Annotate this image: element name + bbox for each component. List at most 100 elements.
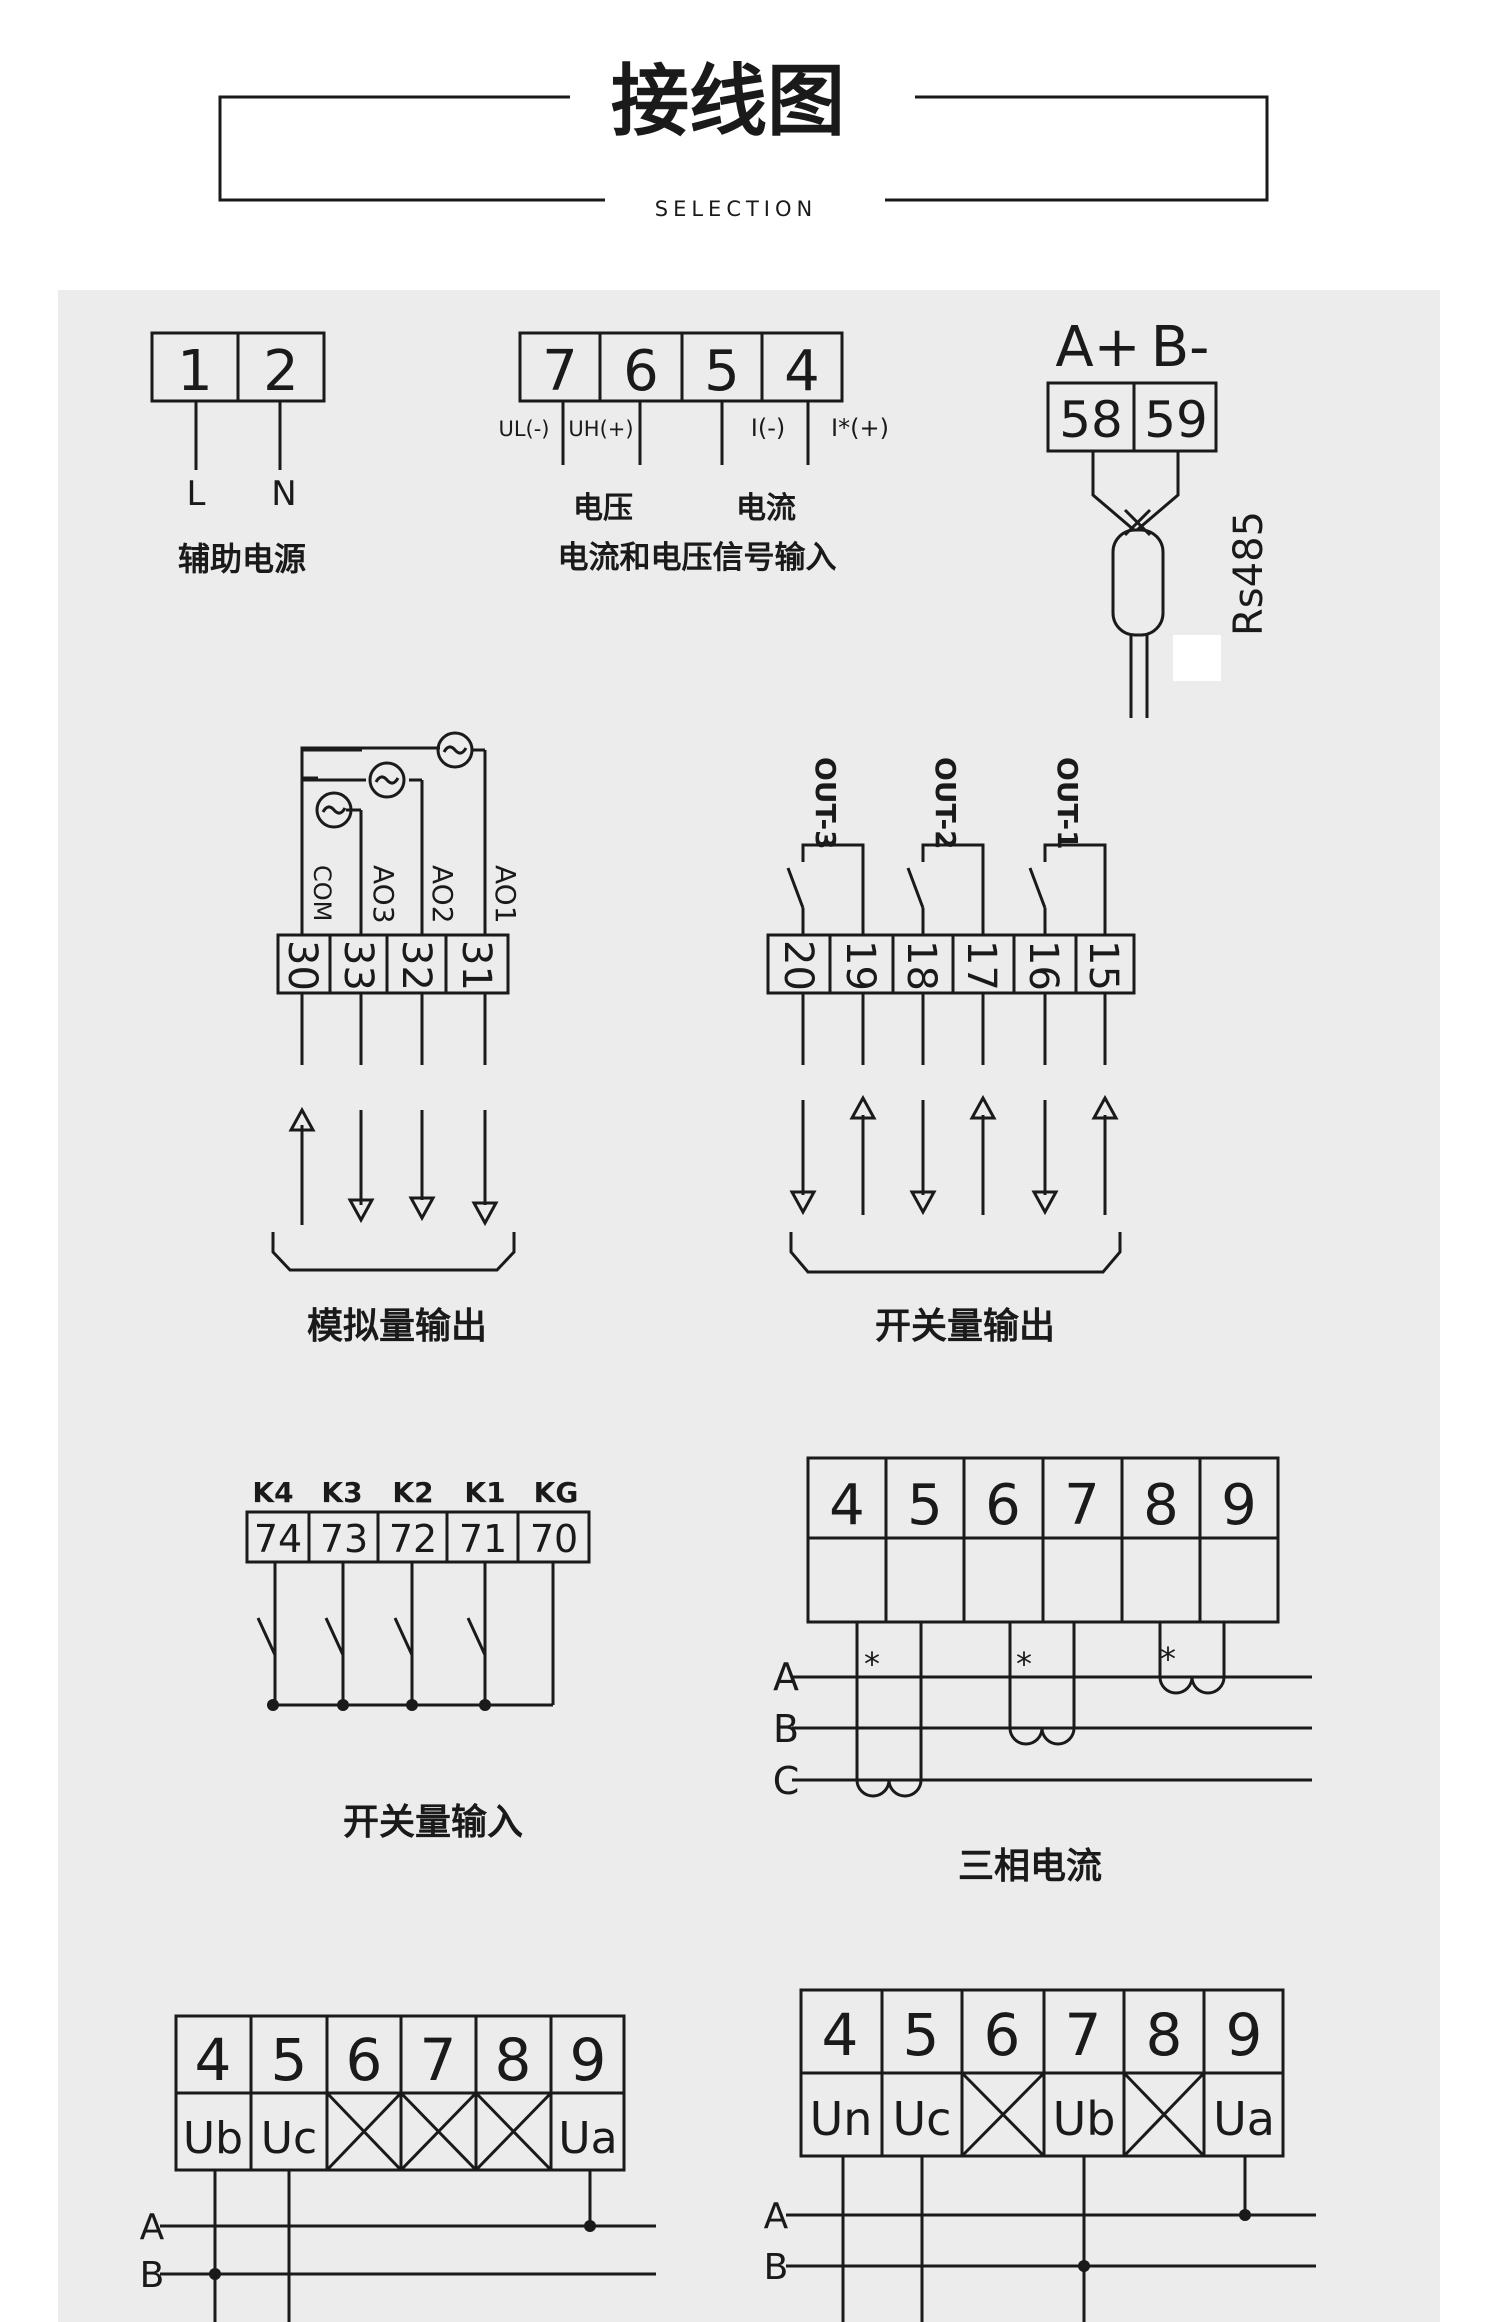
terminal-70: 70 — [530, 1517, 578, 1561]
label-k1: K1 — [464, 1476, 505, 1509]
terminal-73: 73 — [320, 1517, 368, 1561]
voltage-3p3w-block: 4 5 6 7 8 9 Ub Uc Ua A B — [140, 2014, 656, 2322]
terminal-71: 71 — [459, 1517, 507, 1561]
terminal-1: 1 — [177, 339, 213, 404]
header: 接线图 SELECTION — [218, 57, 1269, 221]
page-title: 接线图 — [611, 57, 845, 147]
terminal-4: 4 — [829, 1473, 865, 1538]
analog-output-block: COM AO3 AO2 AO1 30 33 32 31 模拟量输出 — [271, 731, 522, 1347]
aux-power-block: 1 2 L N 辅助电源 — [150, 331, 326, 578]
terminal-18: 18 — [898, 940, 944, 991]
label-k2: K2 — [392, 1476, 433, 1509]
terminal-8: 8 — [1143, 1473, 1179, 1538]
terminal-6: 6 — [985, 1473, 1021, 1538]
terminal-9: 9 — [570, 2026, 607, 2094]
switch-input-caption: 开关量输入 — [343, 1802, 523, 1843]
phase-b: B — [773, 1707, 799, 1751]
terminal-4: 4 — [784, 339, 820, 404]
terminal-19: 19 — [837, 940, 883, 991]
pin-i-minus: I(-) — [751, 414, 785, 442]
terminal-7: 7 — [542, 339, 578, 404]
header-frame — [218, 95, 1269, 202]
terminal-8: 8 — [495, 2026, 532, 2094]
signal-un: Un — [810, 2092, 873, 2146]
ct-marker-a: * — [1160, 1640, 1176, 1678]
phase-c: C — [773, 1759, 800, 1803]
signal-ub: Ub — [1053, 2092, 1116, 2146]
terminal-6: 6 — [984, 2001, 1021, 2069]
terminal-9: 9 — [1221, 1473, 1257, 1538]
diagram-panel — [58, 290, 1440, 2322]
ct-marker-c: * — [864, 1645, 880, 1683]
signal-uc: Uc — [261, 2113, 317, 2164]
signal-ua: Ua — [1213, 2092, 1275, 2146]
wire-label-n: N — [271, 474, 296, 514]
voltage-label: 电压 — [573, 491, 633, 526]
terminal-58: 58 — [1059, 391, 1123, 449]
three-phase-current-block: 4 5 6 7 8 9 * * * A B C 三相电流 — [773, 1456, 1312, 1887]
terminal-8: 8 — [1146, 2001, 1183, 2069]
polarity-a: A+ — [1055, 315, 1140, 380]
phase-a: A — [773, 1655, 799, 1699]
signal-ub: Ub — [183, 2113, 243, 2164]
terminal-32: 32 — [393, 940, 439, 991]
relay-out-1: OUT-1 — [1051, 757, 1084, 850]
signal-ua: Ua — [558, 2113, 617, 2164]
phase-b: B — [140, 2255, 165, 2296]
three-phase-current-caption: 三相电流 — [958, 1846, 1102, 1887]
terminal-7: 7 — [1065, 2001, 1102, 2069]
terminal-20: 20 — [775, 940, 821, 991]
terminal-72: 72 — [389, 1517, 437, 1561]
pin-ul: UL(-) — [498, 417, 549, 441]
relay-out-3: OUT-3 — [809, 757, 842, 850]
label-ao3: AO3 — [367, 865, 400, 924]
signal-input-block: 7 6 5 4 UL(-) UH(+) I(-) I*(+) 电压 电流 电流和… — [498, 331, 889, 576]
phase-a: A — [140, 2207, 165, 2248]
terminal-5: 5 — [271, 2026, 308, 2094]
terminal-30: 30 — [279, 940, 325, 991]
label-ao1: AO1 — [489, 865, 522, 924]
rs485-block: A+ B- 58 59 Rs485 — [1046, 315, 1272, 718]
current-label: 电流 — [736, 491, 796, 526]
relay-out-2: OUT-2 — [929, 757, 962, 850]
analog-output-caption: 模拟量输出 — [307, 1306, 487, 1347]
pin-i-plus: I*(+) — [831, 414, 889, 442]
terminal-2: 2 — [263, 339, 299, 404]
label-ao2: AO2 — [426, 865, 459, 924]
page-subtitle: SELECTION — [655, 197, 818, 221]
switch-input-block: K4 K3 K2 K1 KG — [245, 1476, 591, 1843]
label-com: COM — [308, 865, 336, 921]
wire-label-l: L — [187, 474, 206, 514]
label-k3: K3 — [321, 1476, 362, 1509]
terminal-9: 9 — [1226, 2001, 1263, 2069]
terminal-6: 6 — [346, 2026, 383, 2094]
rs485-label: Rs485 — [1226, 511, 1272, 636]
terminal-4: 4 — [822, 2001, 859, 2069]
switch-output-caption: 开关量输出 — [875, 1306, 1055, 1347]
switch-output-block: OUT-3 OUT-2 OUT-1 20 19 18 17 16 15 开关量输… — [766, 757, 1136, 1347]
terminal-4: 4 — [195, 2026, 232, 2094]
terminal-15: 15 — [1080, 940, 1126, 991]
ct-marker-b: * — [1016, 1645, 1032, 1683]
terminal-33: 33 — [335, 940, 381, 991]
terminal-74: 74 — [254, 1517, 302, 1561]
blank-patch — [1173, 635, 1221, 681]
terminal-6: 6 — [623, 339, 659, 404]
voltage-3p4w-block: 4 5 6 7 8 9 Un Uc Ub Ua A B — [764, 1988, 1316, 2322]
phase-a: A — [764, 2196, 789, 2237]
terminal-17: 17 — [958, 940, 1004, 991]
terminal-31: 31 — [453, 940, 499, 991]
signal-uc: Uc — [893, 2092, 952, 2146]
aux-power-caption: 辅助电源 — [178, 540, 306, 578]
terminal-5: 5 — [704, 339, 740, 404]
terminal-5: 5 — [903, 2001, 940, 2069]
terminal-16: 16 — [1020, 940, 1066, 991]
label-k4: K4 — [252, 1476, 293, 1509]
signal-input-caption: 电流和电压信号输入 — [558, 540, 837, 576]
terminal-59: 59 — [1144, 391, 1208, 449]
terminal-7: 7 — [420, 2026, 457, 2094]
phase-b: B — [764, 2247, 789, 2288]
terminal-5: 5 — [907, 1473, 943, 1538]
terminal-7: 7 — [1064, 1473, 1100, 1538]
